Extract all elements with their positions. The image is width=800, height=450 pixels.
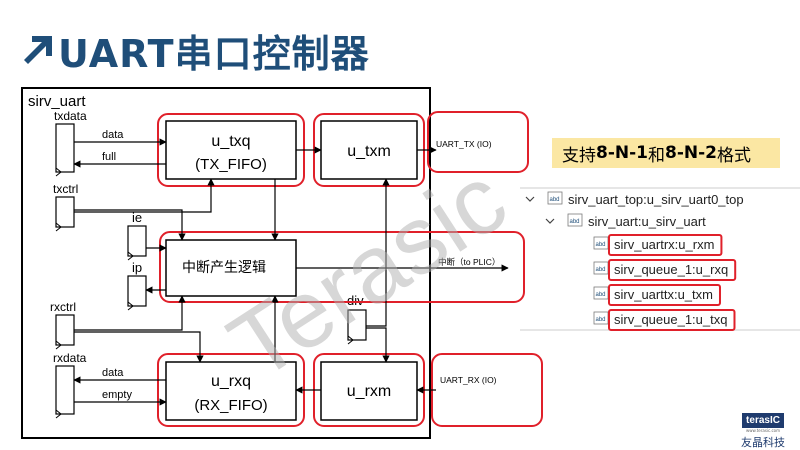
entity-icon-text: abd bbox=[596, 267, 606, 273]
tree-row[interactable]: abd sirv_queue_1:u_txq bbox=[593, 309, 736, 331]
tree-item-label: sirv_uarttx:u_txm bbox=[614, 287, 713, 302]
format-note: 支持 8-N-1 和 8-N-2 格式 bbox=[552, 138, 780, 168]
tree-item-label: sirv_queue_1:u_rxq bbox=[614, 262, 728, 277]
page-title: UART串口控制器 bbox=[18, 20, 370, 80]
ie-label: ie bbox=[132, 210, 142, 225]
logo-brand: terasIC bbox=[742, 413, 784, 428]
rxctrl-label: rxctrl bbox=[50, 300, 76, 314]
entity-icon-text: abd bbox=[550, 197, 560, 203]
entity-icon bbox=[547, 191, 563, 205]
logo-url: www.terasic.com bbox=[745, 428, 781, 433]
rxdata-label: rxdata bbox=[53, 351, 87, 365]
u-txq-block bbox=[165, 120, 297, 180]
interrupt-logic-label: 中断产生逻辑 bbox=[182, 259, 266, 275]
uart-tx-io-highlight bbox=[427, 111, 529, 173]
uart-rx-io-highlight bbox=[431, 353, 543, 427]
ie-register bbox=[127, 225, 147, 257]
tree-item-label: sirv_uart_top:u_sirv_uart0_top bbox=[568, 192, 744, 207]
plic-label: 中断（to PLIC） bbox=[438, 257, 500, 267]
uart-tx-io-label: UART_TX (IO) bbox=[436, 139, 492, 149]
u-txm-block bbox=[320, 120, 418, 180]
ip-label: ip bbox=[132, 260, 142, 275]
interrupt-logic-block bbox=[165, 239, 297, 297]
txctrl-label: txctrl bbox=[53, 182, 78, 196]
entity-icon-text: abd bbox=[570, 219, 580, 225]
terasic-logo: terasIC www.terasic.com 友晶科技 bbox=[733, 408, 793, 450]
logo-cn: 友晶科技 bbox=[741, 436, 785, 449]
u-txq-sub: (TX_FIFO) bbox=[195, 156, 267, 173]
tree-item-highlight bbox=[608, 309, 736, 331]
tree-item-highlight bbox=[608, 234, 723, 256]
u-rxm-name: u_rxm bbox=[347, 383, 391, 400]
note-mid: 和 bbox=[648, 145, 665, 166]
sirv-uart-module-border bbox=[21, 87, 431, 439]
note-format-1: 8-N-1 bbox=[596, 143, 648, 163]
note-format-2: 8-N-2 bbox=[665, 143, 717, 163]
uart-rx-io-label: UART_RX (IO) bbox=[440, 375, 497, 385]
u-txm-name: u_txm bbox=[347, 143, 391, 160]
div-register bbox=[347, 309, 367, 341]
u-txq-name: u_txq bbox=[211, 133, 250, 150]
tree-row[interactable]: abd sirv_uart_top:u_sirv_uart0_top bbox=[525, 191, 744, 207]
rxctrl-register bbox=[55, 314, 75, 346]
entity-icon-text: abd bbox=[596, 242, 606, 248]
chevron-down-icon[interactable] bbox=[545, 218, 555, 224]
chevron-down-icon[interactable] bbox=[525, 196, 535, 202]
entity-icon bbox=[567, 213, 583, 227]
entity-icon-text: abd bbox=[596, 317, 606, 323]
tree-row[interactable]: abd sirv_queue_1:u_rxq bbox=[593, 259, 737, 281]
note-pre: 支持 bbox=[562, 145, 596, 166]
ip-register bbox=[127, 275, 147, 307]
tree-row[interactable]: abd sirv_uart:u_sirv_uart bbox=[545, 213, 706, 229]
tree-row[interactable]: abd sirv_uarttx:u_txm bbox=[593, 284, 721, 306]
sirv-uart-label: sirv_uart bbox=[28, 93, 86, 110]
rx-empty-label: empty bbox=[102, 389, 132, 401]
u-rxq-sub: (RX_FIFO) bbox=[194, 397, 267, 414]
entity-icon-text: abd bbox=[596, 292, 606, 298]
connection-lines bbox=[73, 138, 509, 406]
title-text: UART串口控制器 bbox=[58, 31, 370, 76]
tree-item-highlight bbox=[608, 259, 737, 281]
txdata-label: txdata bbox=[54, 109, 87, 123]
tree-item-label: sirv_queue_1:u_txq bbox=[614, 312, 727, 327]
interrupt-highlight bbox=[159, 231, 525, 303]
rx-data-label: data bbox=[102, 367, 124, 379]
note-post: 格式 bbox=[717, 145, 751, 166]
tree-item-label: sirv_uartrx:u_rxm bbox=[614, 237, 714, 252]
rxdata-register bbox=[55, 365, 75, 415]
txctrl-register bbox=[55, 196, 75, 228]
tx-data-label: data bbox=[102, 129, 124, 141]
arrow-up-right-icon bbox=[24, 36, 52, 64]
tree-item-highlight bbox=[608, 284, 721, 306]
u-rxq-name: u_rxq bbox=[211, 373, 251, 390]
txdata-register bbox=[55, 123, 75, 173]
u-rxq-block bbox=[165, 361, 297, 421]
tree-row[interactable]: abd sirv_uartrx:u_rxm bbox=[593, 234, 723, 256]
tree-item-label: sirv_uart:u_sirv_uart bbox=[588, 214, 706, 229]
div-label: div bbox=[347, 293, 364, 308]
tx-full-label: full bbox=[102, 151, 116, 163]
